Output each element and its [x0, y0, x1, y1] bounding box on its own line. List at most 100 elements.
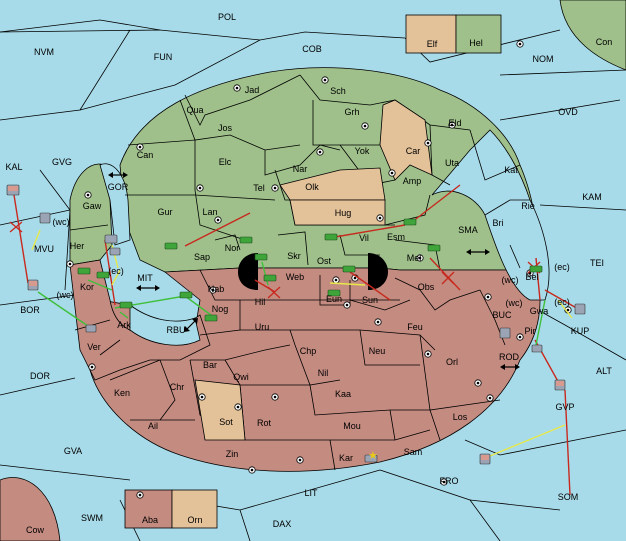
region-elf[interactable]: [405, 14, 457, 54]
region-hug[interactable]: [289, 199, 386, 226]
region-label-nab: Nab: [208, 284, 225, 294]
region-label-rod: ROD: [499, 352, 520, 362]
region-label-web: Web: [286, 272, 304, 282]
region-label-som: SOM: [558, 492, 579, 502]
region-label-car: Car: [406, 146, 421, 156]
rbu-inlet: [129, 304, 201, 346]
region-label-kor: Kor: [80, 282, 94, 292]
region-aba[interactable]: [124, 489, 173, 529]
region-label-nvm: NVM: [34, 47, 54, 57]
region-label-nil: Nil: [318, 368, 329, 378]
region-label-chr: Chr: [170, 382, 185, 392]
region-hel[interactable]: [455, 14, 502, 54]
region-label-mit: MIT: [137, 273, 153, 283]
region-label-amp: Amp: [403, 176, 422, 186]
west-arm-green: [69, 163, 113, 266]
region-label-orn: Orn: [187, 515, 202, 525]
star-icon: ★: [368, 449, 378, 462]
region-label-jos: Jos: [218, 123, 233, 133]
failed-order-crosses: [9, 221, 541, 299]
region-label-qwi: Qwi: [233, 372, 249, 382]
region-label-chp: Chp: [300, 346, 317, 356]
region-label-can: Can: [137, 150, 154, 160]
region-label-feu: Feu: [407, 322, 423, 332]
region-label-kam: KAM: [582, 192, 602, 202]
region-label-bor: BOR: [20, 305, 40, 315]
coast-tag-ec-gwa: (ec): [554, 297, 570, 307]
region-label-gva: GVA: [64, 446, 82, 456]
region-label-vil: Vil: [359, 233, 369, 243]
sma-channel: [431, 129, 550, 301]
region-label-tei: TEI: [590, 258, 604, 268]
region-label-nar: Nar: [293, 164, 308, 174]
region-label-aba: Aba: [142, 515, 158, 525]
region-label-ark: Ark: [117, 320, 131, 330]
region-label-lit: LIT: [304, 488, 318, 498]
region-label-her: Her: [70, 241, 85, 251]
region-label-ovd: OVD: [558, 107, 578, 117]
region-label-esm: Esm: [387, 232, 405, 242]
region-label-uta: Uta: [445, 158, 459, 168]
region-label-elc: Elc: [219, 157, 232, 167]
region-label-mvu: MVU: [34, 244, 54, 254]
region-label-nor: Nor: [225, 243, 240, 253]
diagonal-arrow-icon: [185, 319, 197, 331]
region-car[interactable]: [379, 99, 433, 181]
region-label-hel: Hel: [469, 38, 483, 48]
region-sot[interactable]: [194, 379, 246, 441]
region-label-gvg: GVG: [52, 157, 72, 167]
region-label-hil: Hil: [255, 297, 266, 307]
region-label-elf: Elf: [427, 39, 438, 49]
region-label-olk: Olk: [305, 182, 319, 192]
region-label-sch: Sch: [330, 86, 346, 96]
region-label-cow: Cow: [26, 525, 45, 535]
region-label-qua: Qua: [186, 105, 203, 115]
region-label-zin: Zin: [226, 449, 239, 459]
region-label-orl: Orl: [446, 357, 458, 367]
region-label-kup: KUP: [571, 326, 590, 336]
region-olk[interactable]: [279, 167, 386, 201]
region-label-eun: Eun: [326, 294, 342, 304]
lake-east-half: [368, 253, 388, 290]
region-label-fun: FUN: [154, 52, 173, 62]
region-label-obs: Obs: [418, 282, 435, 292]
region-orn[interactable]: [171, 489, 218, 529]
region-label-dor: DOR: [30, 371, 51, 381]
region-label-ost: Ost: [317, 256, 332, 266]
region-label-nom: NOM: [533, 54, 554, 64]
region-label-cob: COB: [302, 44, 322, 54]
region-label-fro: FRO: [440, 476, 459, 486]
region-label-kat: Kat: [504, 165, 518, 175]
region-label-rot: Rot: [257, 418, 272, 428]
region-label-bri: Bri: [493, 218, 504, 228]
region-label-skr: Skr: [287, 251, 301, 261]
region-label-neu: Neu: [369, 346, 386, 356]
coast-tag-wc-kor: (wc): [57, 290, 74, 300]
region-label-sap: Sap: [194, 252, 210, 262]
region-label-mel: Mel: [407, 253, 422, 263]
coast-tag-wc-mvu: (wc): [53, 217, 70, 227]
supply-center-dots: [68, 42, 570, 497]
region-label-jad: Jad: [245, 85, 260, 95]
region-label-swm: SWM: [81, 513, 103, 523]
region-label-pir: Pir: [525, 326, 536, 336]
region-label-gor: GOR: [108, 182, 129, 192]
region-label-ail: Ail: [148, 421, 158, 431]
fleet-owner-marks: [8, 186, 564, 460]
region-label-ver: Ver: [87, 342, 101, 352]
region-label-sot: Sot: [219, 417, 233, 427]
region-label-grh: Grh: [344, 107, 359, 117]
region-label-gur: Gur: [157, 207, 172, 217]
coast-tag-wc-bel: (wc): [502, 275, 519, 285]
passage-arrow-heads: [108, 172, 520, 370]
green-armies[interactable]: [77, 218, 543, 322]
gor-channel: [99, 163, 131, 246]
region-label-los: Los: [453, 412, 468, 422]
supply-centers: [66, 40, 572, 499]
region-label-kaa: Kaa: [335, 389, 351, 399]
region-label-hug: Hug: [335, 208, 352, 218]
region-label-eld: Eld: [448, 118, 461, 128]
region-label-bar: Bar: [203, 360, 217, 370]
